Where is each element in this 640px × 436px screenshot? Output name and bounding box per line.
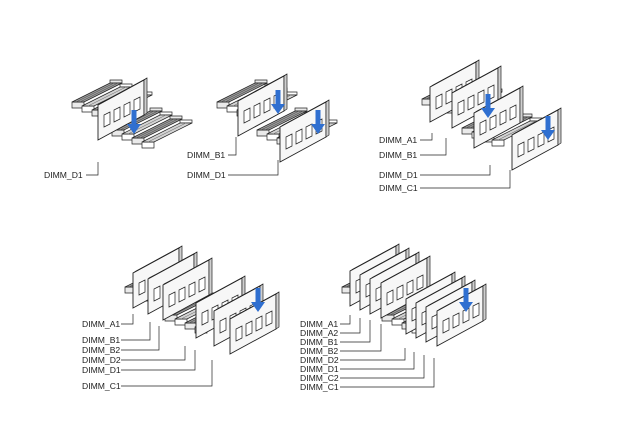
leader-line xyxy=(121,346,186,361)
panel-3 xyxy=(421,59,562,171)
leader-line xyxy=(420,138,447,156)
leader-line xyxy=(340,320,371,343)
slot-label: DIMM_D2 xyxy=(82,355,121,365)
leader-line xyxy=(420,170,511,189)
slot-label: DIMM_A1 xyxy=(300,319,338,329)
slot-label: DIMM_B1 xyxy=(300,337,338,347)
leader-line xyxy=(340,352,415,370)
slot-label: DIMM_C1 xyxy=(300,382,339,392)
slot-label: DIMM_B2 xyxy=(82,345,120,355)
panel-4 xyxy=(124,245,280,355)
slot-label: DIMM_C1 xyxy=(82,381,121,391)
slot-label: DIMM_D1 xyxy=(82,365,121,375)
leader-line xyxy=(121,314,134,325)
slot-label: DIMM_B1 xyxy=(82,335,120,345)
leader-line xyxy=(228,160,279,176)
slot-label: DIMM_D2 xyxy=(300,355,339,365)
leader-line xyxy=(86,162,99,176)
leader-line xyxy=(121,350,196,371)
slot-label: DIMM_A1 xyxy=(379,135,417,145)
panel-5 xyxy=(341,243,487,347)
leader-line xyxy=(121,322,151,341)
leader-line xyxy=(228,137,237,156)
leader-line xyxy=(340,355,425,379)
slot-label: DIMM_B1 xyxy=(379,150,417,160)
panel-2 xyxy=(216,73,338,163)
slot-label: DIMM_D1 xyxy=(44,170,83,180)
slot-label: DIMM_D1 xyxy=(379,170,418,180)
panel-1 xyxy=(71,77,193,149)
slot-label: DIMM_C1 xyxy=(379,183,418,193)
leader-line xyxy=(340,315,351,325)
slot-label: DIMM_D1 xyxy=(187,170,226,180)
leader-line xyxy=(420,165,491,176)
leader-line xyxy=(121,360,213,387)
leader-line xyxy=(340,348,406,361)
slot-label: DIMM_D1 xyxy=(300,364,339,374)
leader-line xyxy=(340,358,435,388)
slot-label: DIMM_A1 xyxy=(82,319,120,329)
leader-line xyxy=(420,133,433,141)
slot-label: DIMM_A2 xyxy=(300,328,338,338)
leader-line xyxy=(121,326,160,351)
slot-label: DIMM_C2 xyxy=(300,373,339,383)
leader-line xyxy=(340,324,382,352)
slot-label: DIMM_B2 xyxy=(300,346,338,356)
slot-label: DIMM_B1 xyxy=(187,150,225,160)
leader-line xyxy=(340,318,361,334)
